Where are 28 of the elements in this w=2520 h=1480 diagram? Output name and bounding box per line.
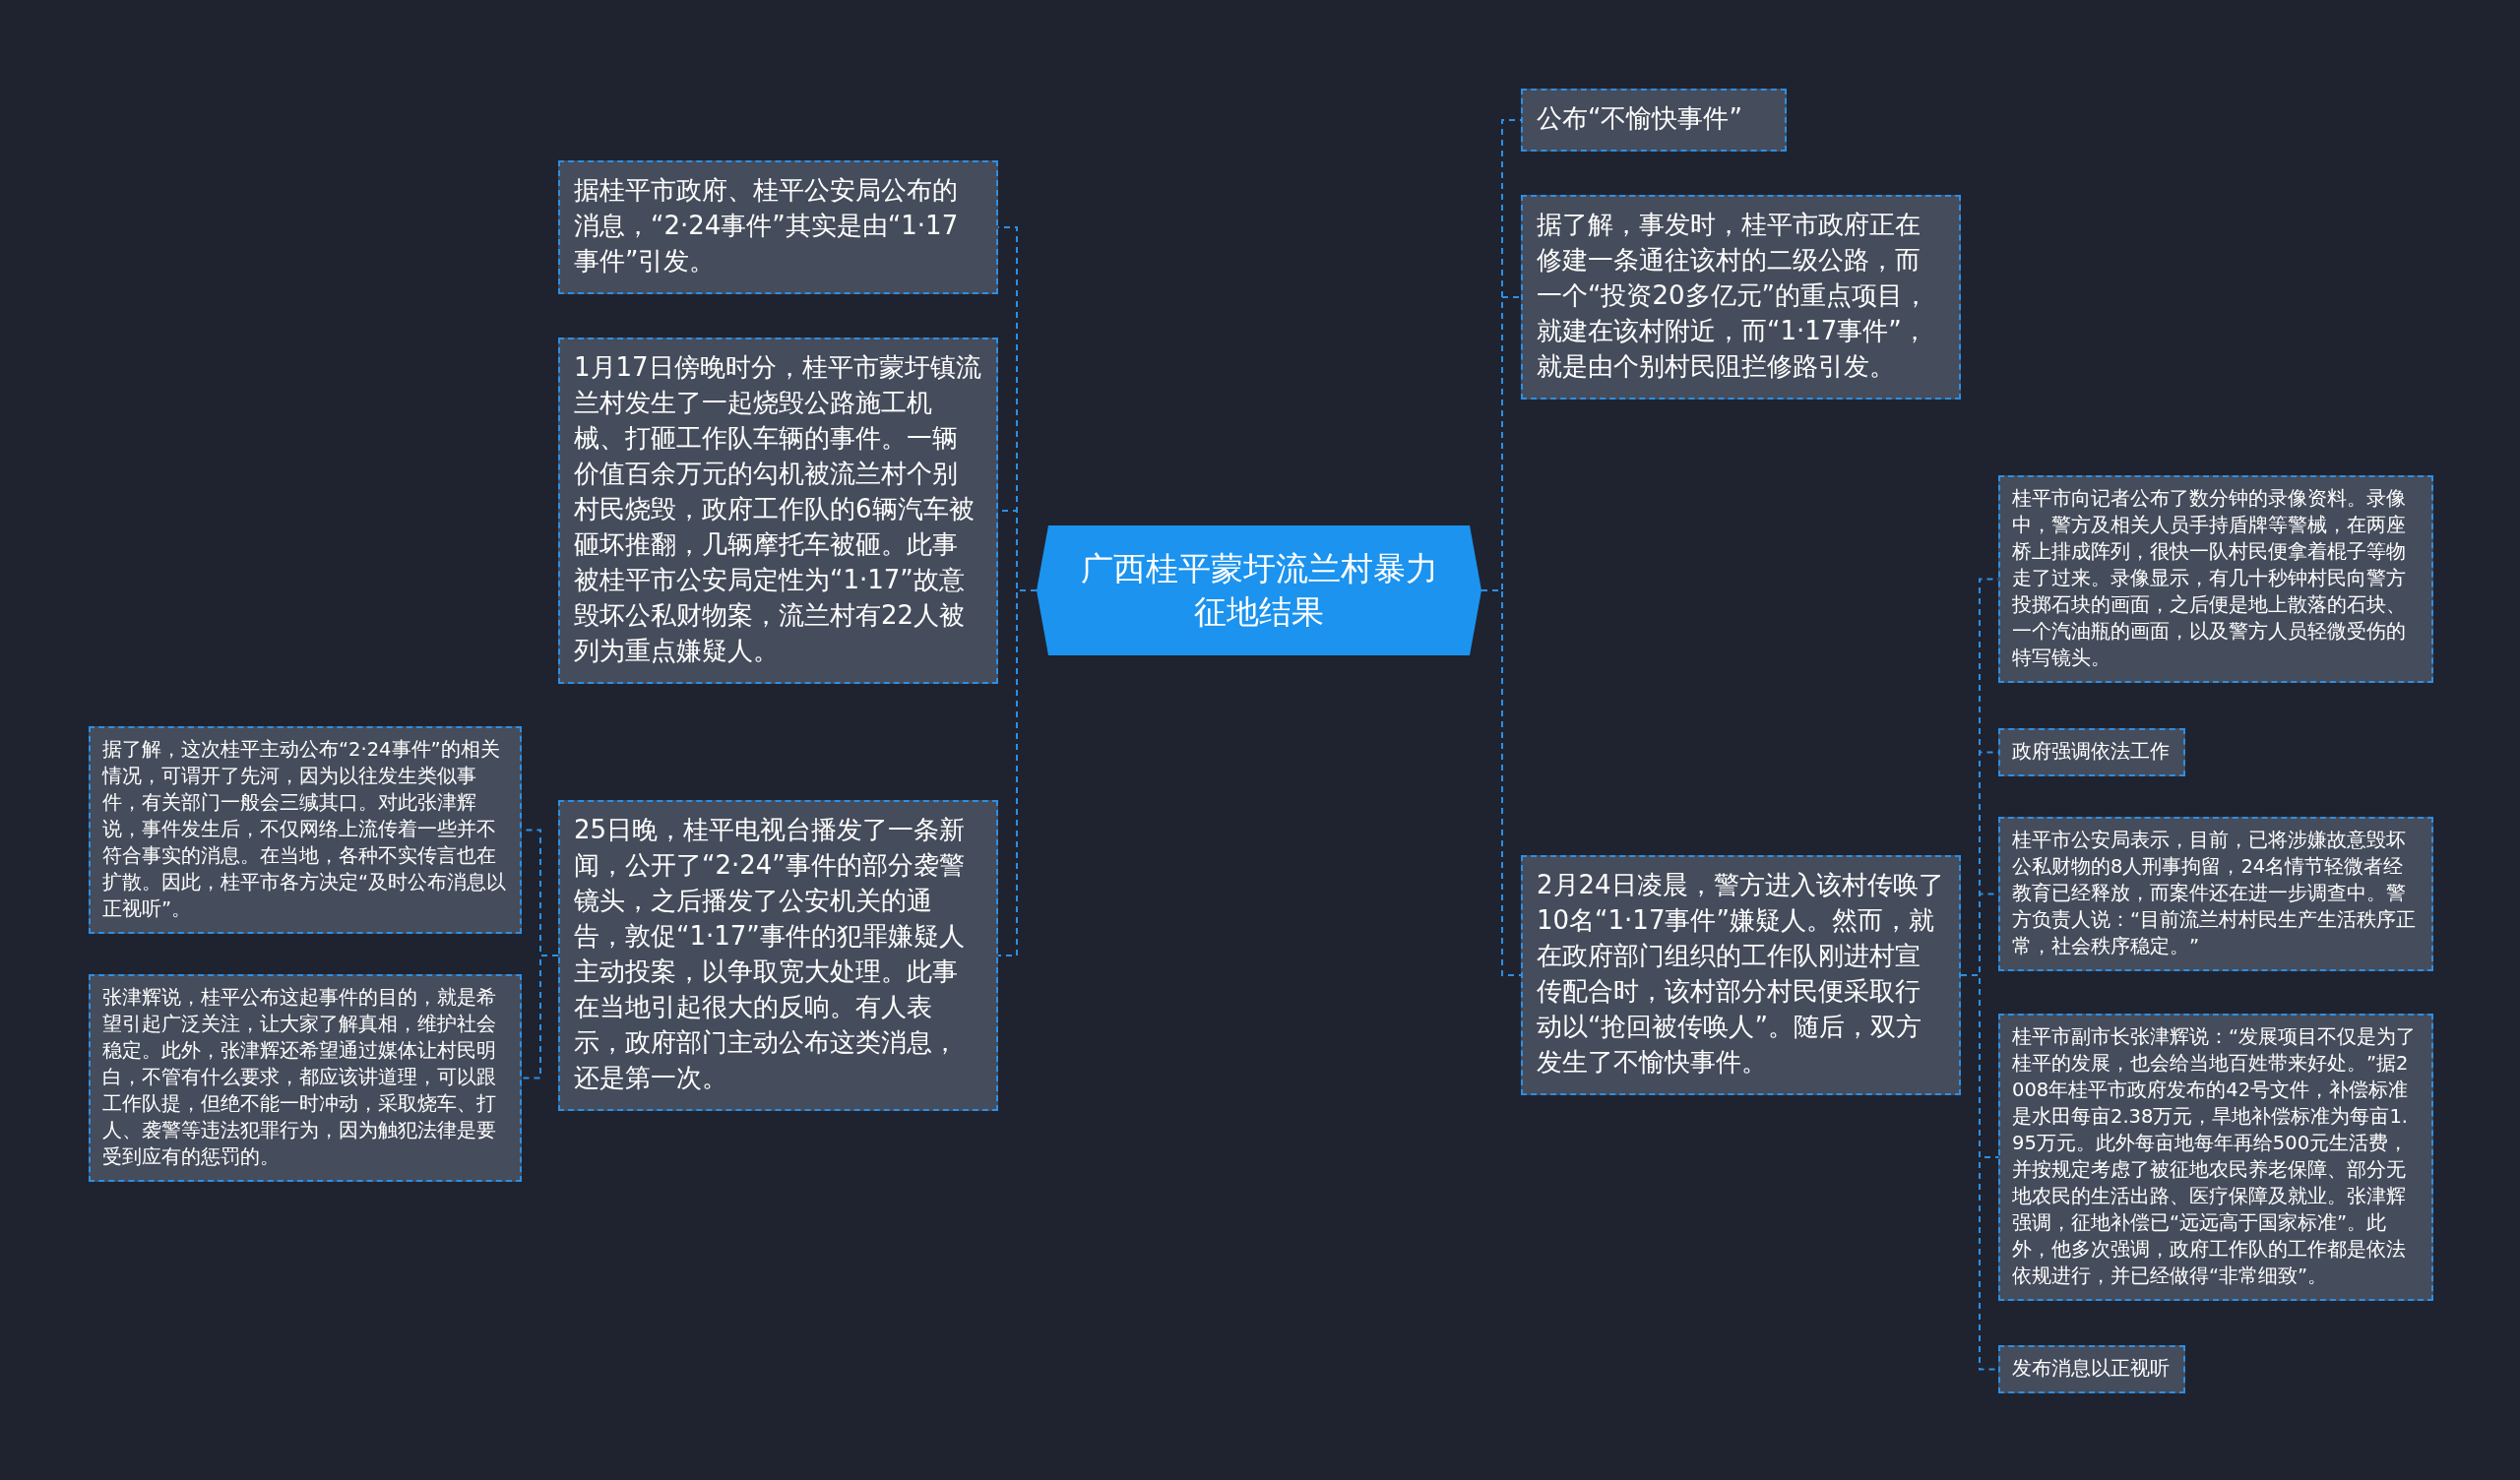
topic-box <box>1998 728 2185 776</box>
topic-box <box>1998 475 2433 683</box>
topic-box <box>1998 1345 2185 1393</box>
topic-text: 据了解，这次桂平主动公布“2·24事件”的相关情况，可谓开了先河，因为以往发生类似事件，有关部门一般会三缄其口。对此张津辉说，事件发生后，不仅网络上流传着一些并不符合事实的消息。在当地，各种不实传言也在扩散。因此，桂平市各方决定“及时公布消息以正视听”。 <box>100 737 508 922</box>
central-topic <box>1037 525 1481 655</box>
connector-line <box>521 955 559 1079</box>
topic-box <box>1998 817 2433 971</box>
topic-text: 据了解，事发时，桂平市政府正在修建一条通往该村的二级公路，而一个“投资20多亿元”的重点项目，就建在该村附近，而“1·17事件”，就是由个别村民阻拦修路引发。 <box>1536 209 1930 383</box>
topic-box <box>558 800 998 1111</box>
topic-text: 政府强调依法工作 <box>2011 739 2171 765</box>
topic-box <box>89 974 522 1182</box>
topic-box <box>1521 89 1787 152</box>
topic-text: 发布消息以正视听 <box>2011 1356 2171 1382</box>
topic-text: 25日晚，桂平电视台播发了一条新闻，公开了“2·24”事件的部分袭警镜头，之后播发了公安机关的通告，敦促“1·17”事件的犯罪嫌疑人主动投案，以争取宽大处理。此事在当地引起很大的反响。有人表示，政府部门主动公布这类消息，还是第一次。 <box>573 814 967 1094</box>
topic-box <box>1521 855 1961 1095</box>
topic-text: 张津辉说，桂平公布这起事件的目的，就是希望引起广泛关注，让大家了解真相，维护社会稳定。此外，张津辉还希望通过媒体让村民明白，不管有什么要求，都应该讲道理，可以跟工作队提，但绝不能一时冲动，采取烧车、打人、袭警等违法犯罪行为，因为触犯法律是要受到应有的惩罚的。 <box>101 985 497 1170</box>
topic-text: 2月24日凌晨，警方进入该村传唤了10名“1·17事件”嫌疑人。然而，就在政府部门组织的工作队刚进村宣传配合时，该村部分村民便采取行动以“抢回被传唤人”。随后，双方发生了不愉快事件。 <box>1536 869 1945 1079</box>
topic-box <box>558 160 998 294</box>
topic-text: 桂平市向记者公布了数分钟的录像资料。录像中，警方及相关人员手持盾牌等警械，在两座桥上排成阵列，很快一队村民便拿着棍子等物走了过来。录像显示，有几十秒钟村民向警方投掷石块的画面，之后便是地上散落的石块、一个汽油瓶的画面，以及警方人员轻微受伤的特写镜头。 <box>2011 486 2407 671</box>
topic-text: 公布“不愉快事件” <box>1536 102 1743 135</box>
topic-box <box>1521 195 1961 400</box>
topic-text: 1月17日傍晚时分，桂平市蒙圩镇流兰村发生了一起烧毁公路施工机械、打砸工作队车辆的事件。一辆价值百余万元的勾机被流兰村个别村民烧毁，政府工作队的6辆汽车被砸坏推翻，几辆摩托车被砸。此事被桂平市公安局定性为“1·17”故意毁坏公私财物案，流兰村有22人被列为重点嫌疑人。 <box>573 351 982 667</box>
topic-text: 据桂平市政府、桂平公安局公布的消息，“2·24事件”其实是由“1·17事件”引发。 <box>573 174 960 278</box>
topic-text: 广西桂平蒙圩流兰村暴力征地结果 <box>1079 548 1439 633</box>
topic-text: 桂平市副市长张津辉说：“发展项目不仅是为了桂平的发展，也会给当地百姓带来好处。”据2008年桂平市政府发布的42号文件，补偿标准是水田每亩2.38万元，旱地补偿标准为每亩1.95万元。此外每亩地每年再给500元生活费，并按规定考虑了被征地农民养老保障、部分无地农民的生活出路、医疗保障及就业。张津辉强调，征地补偿已“远远高于国家标准”。此外，他多次强调，政府工作队的工作都是依法依规进行，并已经做得“非常细致”。 <box>2011 1024 2418 1289</box>
topic-text: 桂平市公安局表示，目前，已将涉嫌故意毁坏公私财物的8人刑事拘留，24名情节轻微者经教育已经释放，而案件还在进一步调查中。警方负责人说：“目前流兰村村民生产生活秩序正常，社会秩序稳定。” <box>2011 828 2418 959</box>
topic-box <box>89 726 522 934</box>
topic-box <box>558 338 998 684</box>
